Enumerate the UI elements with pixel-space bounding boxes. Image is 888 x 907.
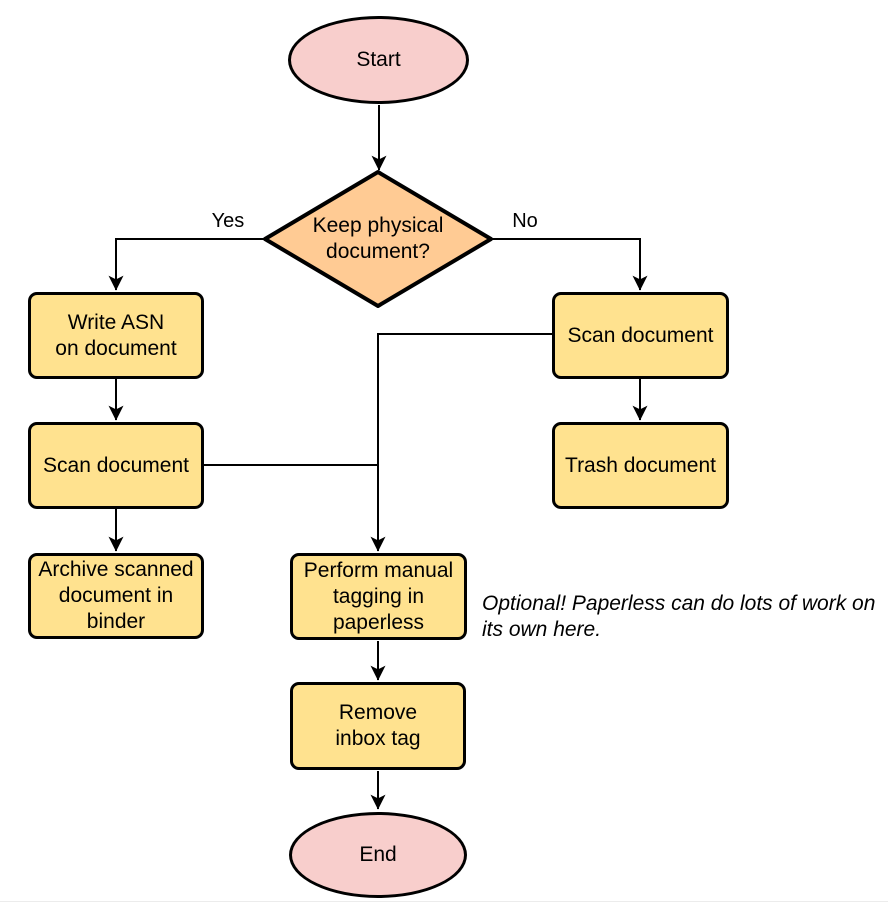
annotation-optional-note: Optional! Paperless can do lots of work … [482,592,876,641]
node-remove-inbox-tag-label: Remove inbox tag [335,701,421,750]
edge-decision-yes-to-write-asn [108,238,265,291]
node-archive-binder: Archive scanned document in binder [28,553,204,639]
node-archive-binder-label: Archive scanned document in binder [38,558,194,633]
decision-diamond-shape [263,170,493,308]
node-write-asn-label: Write ASN on document [55,310,177,360]
node-end-label: End [359,843,397,866]
edge-label-no: No [510,209,540,233]
node-trash-document-label: Trash document [565,453,716,477]
node-scan-document-right-label: Scan document [567,323,714,347]
node-manual-tagging-label: Perform manual tagging in paperless [303,558,454,634]
node-decision-label: Keep physical document? [312,214,444,263]
node-scan-document-left-label: Scan document [43,453,189,477]
edge-label-yes: Yes [209,209,247,233]
bottom-divider-line [0,901,888,902]
node-write-asn: Write ASN on document [28,292,204,379]
edge-scan-right-to-tagging [370,333,552,552]
node-scan-document-right: Scan document [552,292,729,379]
node-scan-document-left: Scan document [28,422,204,509]
node-remove-inbox-tag: Remove inbox tag [290,682,466,770]
node-trash-document: Trash document [552,422,729,509]
node-start: Start [288,16,469,104]
node-start-label: Start [356,48,401,71]
node-end: End [289,812,467,898]
node-manual-tagging: Perform manual tagging in paperless [290,553,467,640]
edge-decision-no-to-scan-right [491,238,648,291]
